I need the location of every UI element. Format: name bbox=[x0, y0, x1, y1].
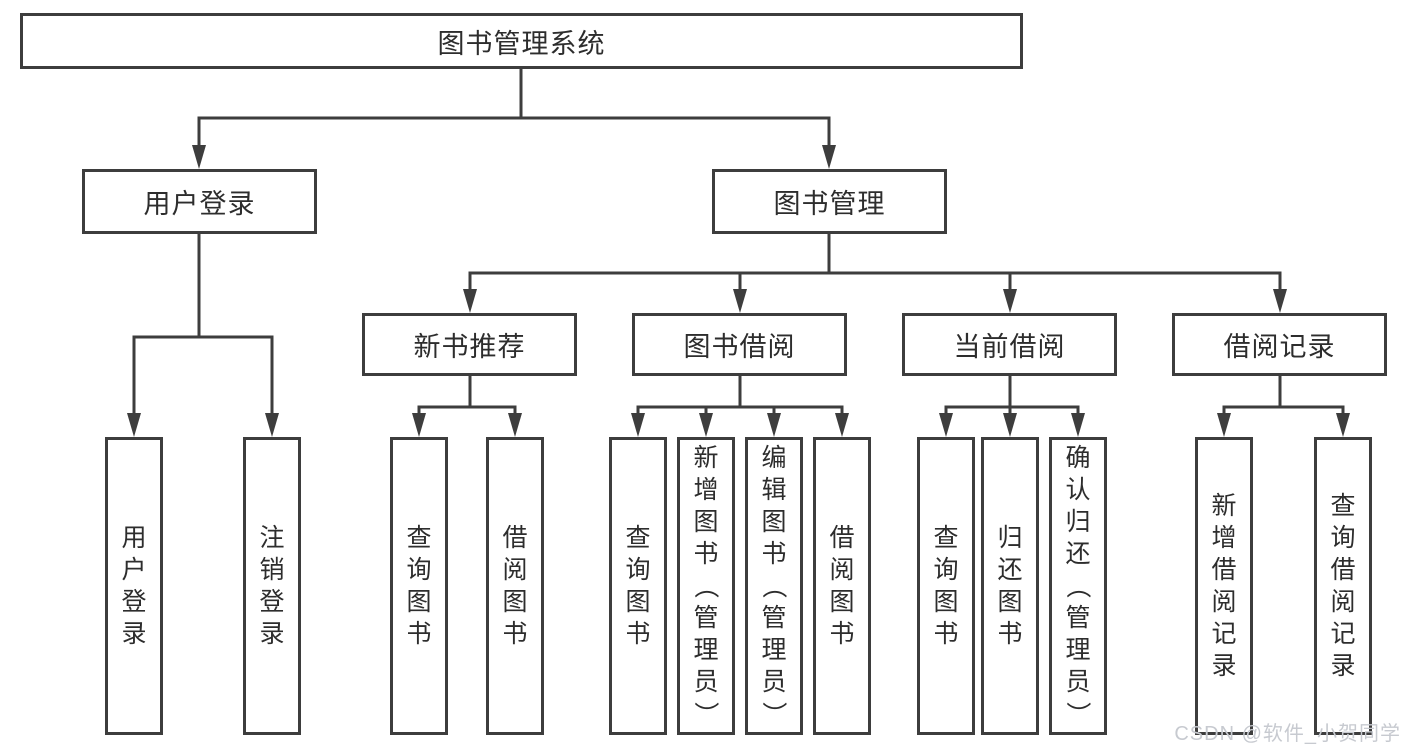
leaf-add-borrow-record-label: 新增借阅记录 bbox=[1211, 492, 1237, 680]
node-library-system-label: 图书管理系统 bbox=[437, 28, 606, 59]
watermark: CSDN @软件_小贺同学 bbox=[1174, 723, 1401, 745]
leaf-query-books-current-label: 查询图书 bbox=[933, 524, 959, 648]
leaf-query-books-borrow-label: 查询图书 bbox=[625, 524, 651, 648]
node-current-borrow: 当前借阅 bbox=[902, 313, 1117, 376]
leaf-borrow-books: 借阅图书 bbox=[813, 437, 871, 735]
leaf-return-book-label: 归还图书 bbox=[997, 524, 1023, 648]
node-book-management: 图书管理 bbox=[712, 169, 947, 234]
node-borrow-records-label: 借阅记录 bbox=[1223, 332, 1336, 362]
leaf-logout: 注销登录 bbox=[243, 437, 301, 735]
node-new-book-recommend-label: 新书推荐 bbox=[413, 332, 526, 362]
leaf-logout-label: 注销登录 bbox=[259, 524, 285, 648]
leaf-borrow-books-label: 借阅图书 bbox=[829, 524, 855, 648]
node-user-login-label: 用户登录 bbox=[143, 189, 256, 219]
leaf-user-login: 用户登录 bbox=[105, 437, 163, 735]
node-current-borrow-label: 当前借阅 bbox=[953, 332, 1066, 362]
leaf-query-borrow-record: 查询借阅记录 bbox=[1314, 437, 1372, 735]
leaf-query-books-current: 查询图书 bbox=[917, 437, 975, 735]
node-library-system: 图书管理系统 bbox=[20, 13, 1023, 69]
node-book-borrow-label: 图书借阅 bbox=[683, 332, 796, 362]
leaf-edit-book-admin-label: 编辑图书（管理员） bbox=[759, 444, 788, 727]
leaf-user-login-label: 用户登录 bbox=[121, 524, 147, 648]
node-borrow-records: 借阅记录 bbox=[1172, 313, 1387, 376]
leaf-confirm-return-admin: 确认归还（管理员） bbox=[1049, 437, 1107, 735]
node-book-borrow: 图书借阅 bbox=[632, 313, 847, 376]
leaf-edit-book-admin: 编辑图书（管理员） bbox=[745, 437, 803, 735]
leaf-query-books-recommend-label: 查询图书 bbox=[406, 524, 432, 648]
leaf-add-book-admin: 新增图书（管理员） bbox=[677, 437, 735, 735]
node-new-book-recommend: 新书推荐 bbox=[362, 313, 577, 376]
leaf-add-borrow-record: 新增借阅记录 bbox=[1195, 437, 1253, 735]
leaf-query-books-recommend: 查询图书 bbox=[390, 437, 448, 735]
node-book-management-label: 图书管理 bbox=[773, 189, 886, 219]
leaf-confirm-return-admin-label: 确认归还（管理员） bbox=[1063, 444, 1092, 727]
leaf-query-books-borrow: 查询图书 bbox=[609, 437, 667, 735]
leaf-return-book: 归还图书 bbox=[981, 437, 1039, 735]
leaf-query-borrow-record-label: 查询借阅记录 bbox=[1330, 492, 1356, 680]
leaf-borrow-books-recommend: 借阅图书 bbox=[486, 437, 544, 735]
node-user-login: 用户登录 bbox=[82, 169, 317, 234]
leaf-borrow-books-recommend-label: 借阅图书 bbox=[502, 524, 528, 648]
leaf-add-book-admin-label: 新增图书（管理员） bbox=[691, 444, 720, 727]
